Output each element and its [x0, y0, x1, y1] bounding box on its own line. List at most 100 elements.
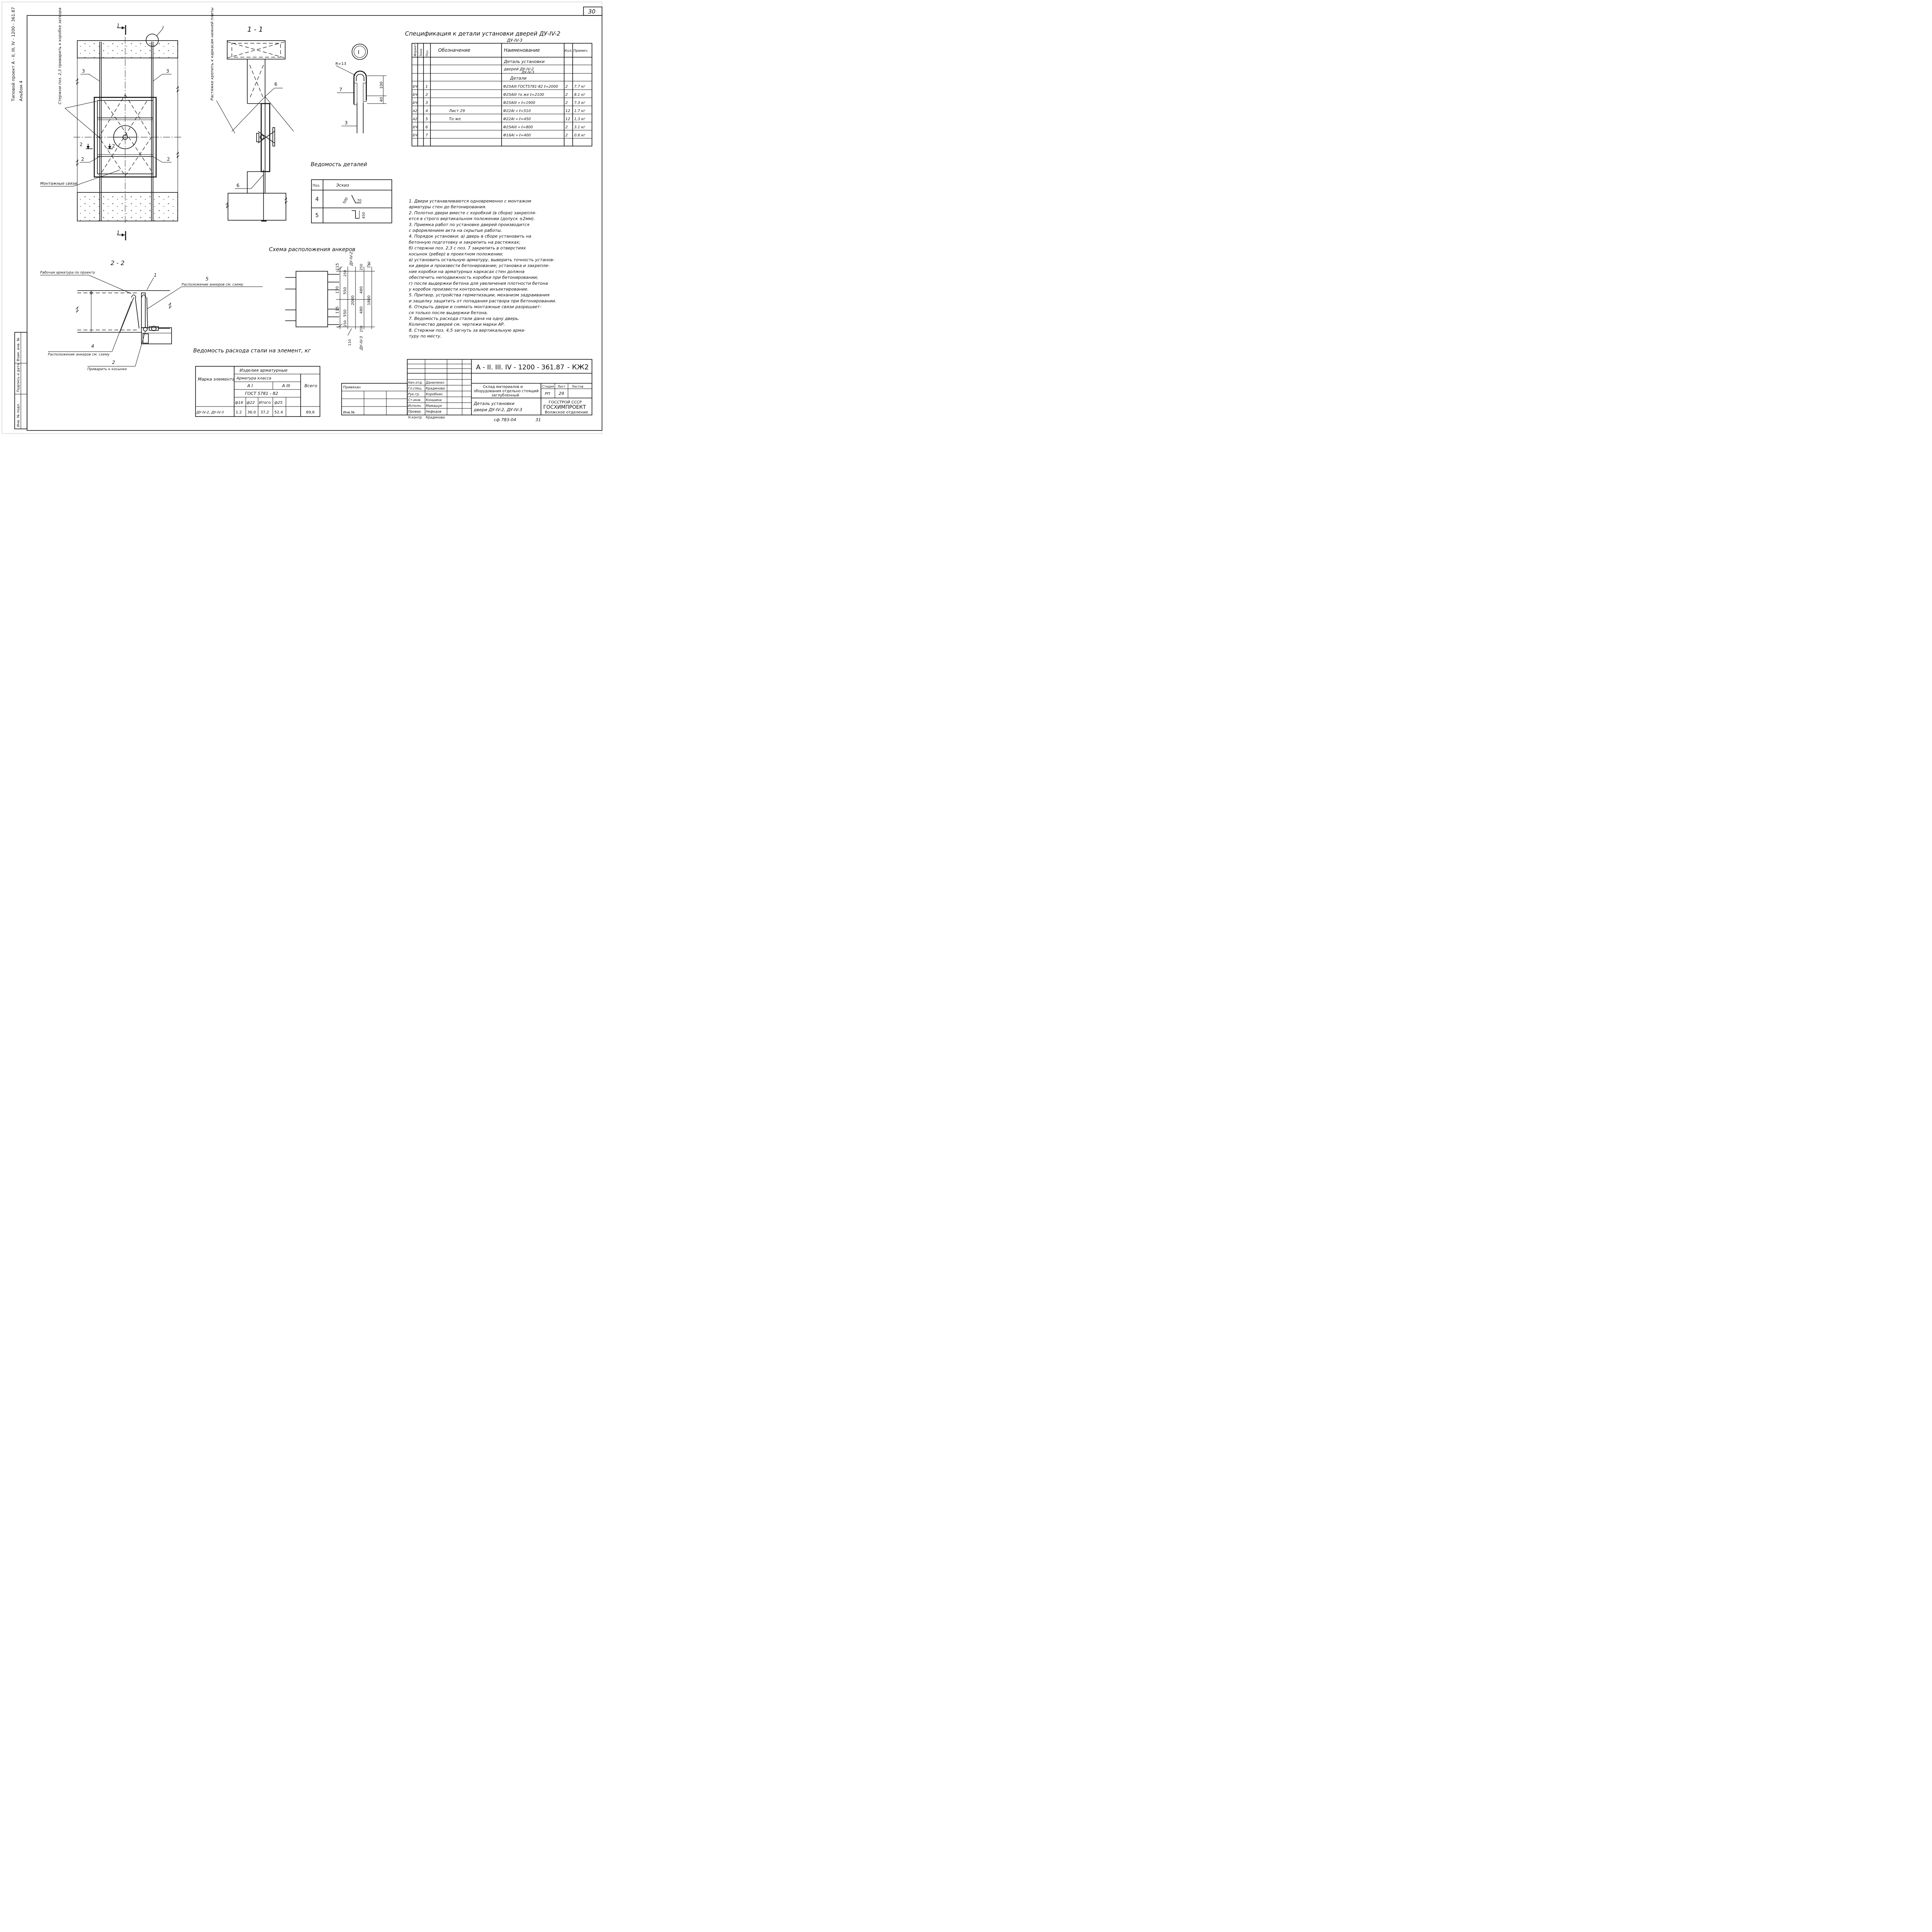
note-line: б) стержни поз. 2,3 с поз. 7 закрепить в…: [409, 246, 526, 251]
tb-person-role: Нач.отд.: [408, 381, 423, 385]
note-line: 6. Открыть двери и снимать монтажные свя…: [409, 304, 541, 310]
details-row4-d2: 70: [357, 199, 362, 203]
detail-pos3: 3: [345, 120, 348, 126]
anchor-dim-mid-1: 250: [344, 270, 347, 277]
spec-row-format: БЧ: [413, 126, 417, 129]
section11-pos6-top: 6: [274, 82, 277, 87]
spec-title: Спецификация к детали установки дверей Д…: [405, 30, 560, 37]
steel-val-4: 52.4: [274, 410, 283, 415]
tb-person-name: Крадинова: [426, 387, 445, 391]
steel-col-2: ф22: [247, 401, 255, 405]
section22-title: 2 - 2: [111, 259, 124, 267]
note-line: ки двери и произвести бетонирование; уст…: [409, 263, 550, 268]
steel-h-gost: ГОСТ 5781 - 82: [245, 391, 278, 396]
spec-row-name: Ф22АI » ℓ=450: [503, 117, 531, 121]
tb-person-name: Данилянкс: [425, 381, 445, 385]
plan-detail-marker: I: [162, 25, 164, 31]
tb-person-role: Ст.инж.: [408, 398, 422, 402]
spec-row-name: Ф22АI » ℓ=510: [503, 109, 531, 113]
spec-h-note: Примеч.: [573, 49, 588, 53]
details-list-title: Ведомость деталей: [311, 162, 367, 168]
section11-title: 1 - 1: [247, 26, 263, 34]
note-line: обеспечить неподвижность коробки при бет…: [409, 275, 538, 280]
section22-pos5: 5: [206, 276, 209, 282]
note-line: бетонную подготовку и закрепить на растя…: [409, 240, 520, 245]
note-line: ся только после выдержки бетона.: [409, 310, 488, 315]
anchor-title: Схема расположения анкеров: [269, 247, 355, 253]
note-line: 5. Притвор, устройства герметизации, мех…: [409, 293, 549, 298]
anchor-dim-mid-2: 550: [343, 287, 347, 294]
steel-val-2: 36.0: [247, 410, 256, 415]
tb-stage: РП: [545, 392, 550, 396]
tb-org3: Волжское отделение: [545, 410, 588, 415]
spec-name-4: Детали: [510, 76, 527, 81]
anchor-dim-right-2: 480: [359, 286, 364, 294]
section22-pos1: 1: [154, 272, 157, 278]
spec-row-format: БЧ: [413, 101, 417, 105]
note-line: 7. Ведомость расхода стали дана на одну …: [409, 316, 519, 321]
tb-person-role: Гл.спец.: [408, 387, 422, 391]
spec-row-pos: 1: [425, 85, 428, 89]
details-list: Ведомость деталей Поз. Эскиз 4 5 500 70 …: [311, 162, 392, 223]
spec-title2: ДУ-IV-3: [507, 38, 522, 43]
details-row5-d1: 450: [362, 212, 366, 219]
spec-row-note: 1.7 кг: [574, 109, 586, 113]
tb-footer-num: 31: [536, 417, 541, 422]
section-2-2: 2 - 2 Рабочая арматура по проекту 1 5 Ра…: [40, 259, 263, 371]
spec-row-pos: 7: [425, 133, 428, 138]
side-project-label: Типовой проект А - II, III, IV - 1200 - …: [11, 7, 16, 102]
anchor-dim-right-4: 250: [360, 326, 364, 332]
tb-privyazan: Привязан: [343, 386, 361, 389]
steel-h-mark: Марка элемента: [198, 377, 235, 382]
tb-org2: ГОСХИМПРОЕКТ: [543, 405, 586, 410]
section-1-1: 1 - 1 6 6 Растяжки креп: [210, 7, 294, 222]
anchor-dim-mid-4: 250: [344, 320, 347, 327]
outer-border: [2, 2, 602, 434]
note-line: Количество дверей см. чертежи марки АР.: [409, 322, 505, 327]
anchor-mark-top: ДУ-IV-2: [349, 252, 354, 266]
anchor-dim-mid-3: 550: [343, 310, 347, 317]
sheet-corner-box: [583, 7, 602, 16]
sheet-corner-number: 30: [588, 8, 595, 15]
spec-row-qty: 2: [565, 133, 568, 138]
note-line: туру по месту.: [409, 334, 442, 339]
section22-pos4: 4: [91, 344, 94, 349]
spec-h-zone: Зона: [419, 49, 423, 56]
spec-row-pos: 2: [425, 93, 428, 97]
spec-row-pos: 4: [425, 109, 428, 113]
spec-row-pos: 6: [425, 125, 428, 129]
tb-code: А - II. III. IV - 1200 - 361.87: [476, 364, 565, 371]
anchor-dim-total: 2000: [351, 296, 355, 305]
steel-title: Ведомость расхода стали на элемент, кг: [193, 348, 311, 354]
tb-person-role: Провер.: [408, 410, 422, 414]
spec-row-qty: 12: [565, 109, 570, 113]
steel-val-1: 1.2: [236, 410, 242, 415]
section22-anchors-top: Расположение анкеров см. схему: [182, 283, 243, 287]
tb-inv: Инв.№: [343, 411, 355, 415]
sheet-frame: [27, 15, 602, 431]
spec-table: Спецификация к детали установки дверей Д…: [405, 30, 592, 146]
spec-row-format: БЧ: [413, 93, 417, 97]
tb-person-role: Рук.гр.: [408, 393, 420, 396]
spec-row-note: 3.1 кг: [574, 125, 586, 129]
stamp-inv-label: Инв. № подл.: [17, 403, 20, 427]
section22-pos2: 2: [112, 360, 115, 365]
detail-radius: R=13: [335, 62, 346, 66]
steel-h-total: Всего: [304, 383, 317, 388]
spec-row-qty: 2: [565, 93, 568, 97]
steel-h-class: Арматура класса: [236, 376, 271, 381]
tb-person-name: Коншина: [426, 398, 442, 402]
tb-sheet: 29: [559, 391, 564, 396]
plan-sec2-left: 2: [80, 142, 83, 147]
title-block: Привязан Инв.№ А - II. III. IV - 1200 - …: [341, 359, 592, 422]
anchor-dim-left-1: 115: [335, 263, 340, 270]
steel-val-3: 37,2: [260, 410, 269, 415]
spec-row-format: БЧ: [413, 134, 417, 138]
spec-row-format: А2: [412, 117, 417, 121]
plan-cut-top: 1: [117, 23, 120, 28]
spec-name-2: дверей ДУ-IV-2: [503, 67, 534, 71]
spec-h-name: Наименование: [504, 48, 540, 53]
steel-col-4: ф25: [274, 401, 282, 405]
note-line: г) после выдержки бетона для увеличения …: [409, 281, 548, 286]
details-row5-pos: 5: [315, 213, 319, 219]
